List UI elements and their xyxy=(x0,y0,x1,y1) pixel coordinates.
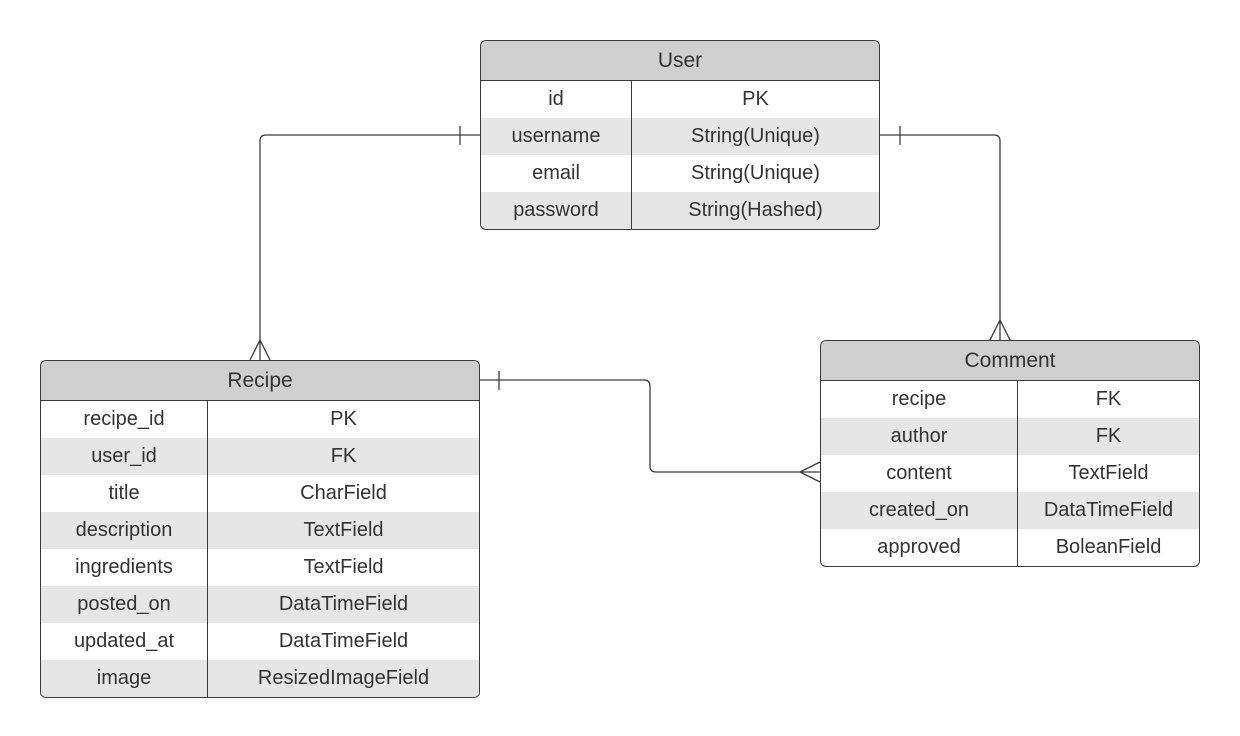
entity-title: Comment xyxy=(821,341,1199,381)
field-type: PK xyxy=(742,88,769,110)
field-type: BoleanField xyxy=(1055,536,1162,558)
entity-row: description TextField xyxy=(41,512,479,549)
entity-row: recipe_id PK xyxy=(41,401,479,438)
entity-row: id PK xyxy=(481,81,879,118)
field-type: CharField xyxy=(300,482,387,504)
entity-row: email String(Unique) xyxy=(481,155,879,192)
field-name: username xyxy=(481,118,632,155)
field-name: approved xyxy=(821,529,1018,566)
entity-row: updated_at DataTimeField xyxy=(41,623,479,660)
entity-row: posted_on DataTimeField xyxy=(41,586,479,623)
entity-row: created_on DataTimeField xyxy=(821,492,1199,529)
field-type: FK xyxy=(330,445,357,467)
field-name: title xyxy=(41,475,208,512)
relationship-user-recipe xyxy=(249,126,480,361)
field-name: id xyxy=(481,81,632,118)
entity-row: author FK xyxy=(821,418,1199,455)
field-type: PK xyxy=(330,408,357,430)
field-name: user_id xyxy=(41,438,208,475)
entity-row: password String(Hashed) xyxy=(481,192,879,229)
relationship-user-comment xyxy=(880,126,1011,341)
field-type: TextField xyxy=(1068,462,1149,484)
field-type: FK xyxy=(1095,388,1122,410)
field-type: String(Unique) xyxy=(691,162,820,184)
field-name: updated_at xyxy=(41,623,208,660)
field-type: ResizedImageField xyxy=(257,667,430,689)
field-name: created_on xyxy=(821,492,1018,529)
entity-title: Recipe xyxy=(41,361,479,401)
field-type: DataTimeField xyxy=(278,593,409,615)
field-name: recipe_id xyxy=(41,401,208,438)
entity-row: ingredients TextField xyxy=(41,549,479,586)
entity-title: User xyxy=(481,41,879,81)
field-name: ingredients xyxy=(41,549,208,586)
field-name: description xyxy=(41,512,208,549)
entity-row: image ResizedImageField xyxy=(41,660,479,697)
field-type: DataTimeField xyxy=(278,630,409,652)
field-name: content xyxy=(821,455,1018,492)
field-name: email xyxy=(481,155,632,192)
field-type: TextField xyxy=(303,556,384,578)
field-type: FK xyxy=(1095,425,1122,447)
field-type: DataTimeField xyxy=(1043,499,1174,521)
field-name: author xyxy=(821,418,1018,455)
field-name: recipe xyxy=(821,381,1018,418)
field-type: String(Hashed) xyxy=(688,199,823,221)
entity-row: content TextField xyxy=(821,455,1199,492)
entity-row: recipe FK xyxy=(821,381,1199,418)
entity-row: title CharField xyxy=(41,475,479,512)
entity-row: username String(Unique) xyxy=(481,118,879,155)
field-name: password xyxy=(481,192,632,229)
entity-row: approved BoleanField xyxy=(821,529,1199,566)
field-name: image xyxy=(41,660,208,697)
field-type: TextField xyxy=(303,519,384,541)
entity-row: user_id FK xyxy=(41,438,479,475)
relationship-recipe-comment xyxy=(480,371,821,483)
field-type: String(Unique) xyxy=(691,125,820,147)
field-name: posted_on xyxy=(41,586,208,623)
